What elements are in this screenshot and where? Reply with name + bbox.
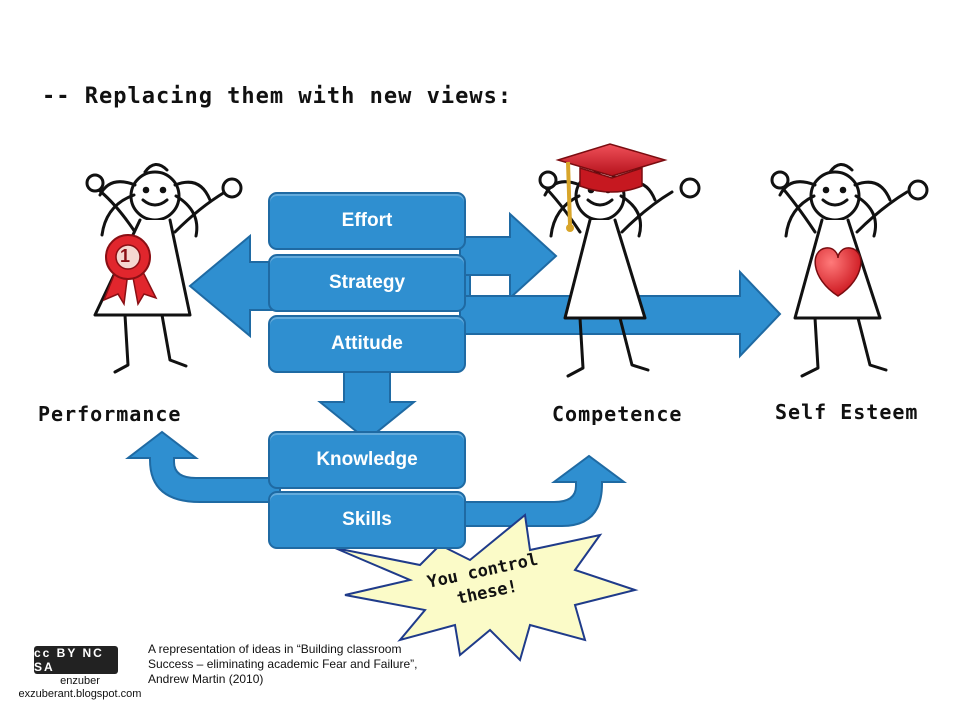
author-site: exzuberant.blogspot.com [18,688,142,700]
knowledge-box: Knowledge [268,431,466,489]
skills-box: Skills [268,491,466,549]
performance-label: Performance [38,402,182,426]
author-name: enzuber [60,675,100,687]
strategy-box: Strategy [268,254,466,312]
self-esteem-label: Self Esteem [775,400,919,424]
arrow-down-to-knowledge [317,367,417,442]
graduation-cap [555,143,668,232]
source-caption: A representation of ideas in “Building c… [148,642,418,686]
slide-title: -- Replacing them with new views: [42,84,513,109]
heart-icon [814,247,862,297]
ribbon-number: 1 [120,246,131,266]
starburst [334,513,639,662]
arrow-skills-to-performance [125,430,281,503]
author-credit: enzuber exzuberant.blogspot.com [10,675,150,701]
arrow-to-competence [459,211,558,301]
creative-commons-badge: cc BY NC SA [34,646,118,674]
performance-girl-figure [85,163,243,374]
attitude-box: Attitude [268,315,466,373]
first-place-ribbon [102,234,158,307]
competence-girl-figure [538,170,701,378]
effort-box: Effort [268,192,466,250]
arrow-skills-to-competence [461,454,628,527]
competence-label: Competence [552,402,683,426]
